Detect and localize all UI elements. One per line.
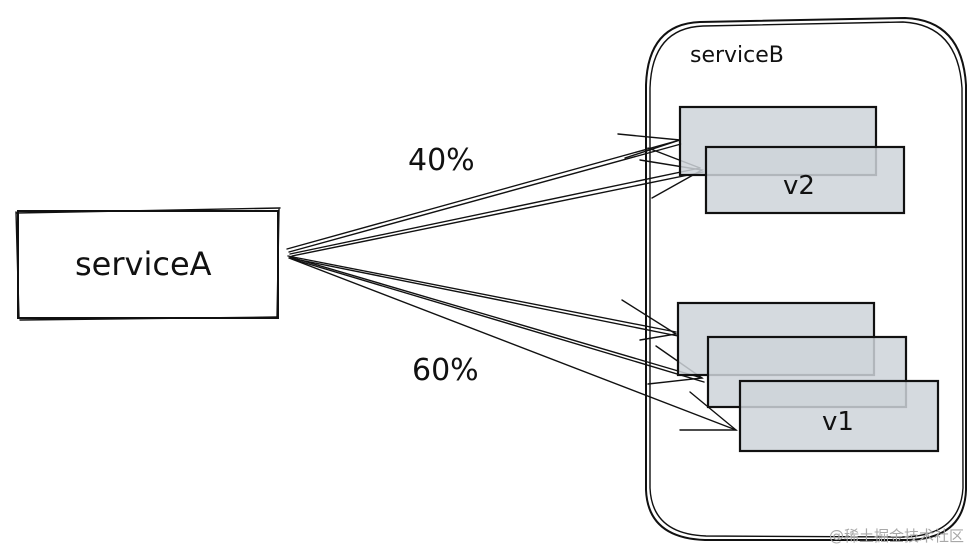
service-b-container [645,17,967,541]
arrows-to-v1 [287,255,738,431]
v1-traffic-label: 60% [412,353,479,388]
v1-label: v1 [822,407,854,437]
watermark: @稀土掘金技术社区 [828,527,964,545]
v2-instance-2[interactable] [704,145,906,215]
v2-instance-group[interactable] [678,105,906,215]
arrows-to-v2 [286,133,705,257]
service-b-label: serviceB [690,43,784,68]
v2-label: v2 [783,171,815,201]
v1-instance-group[interactable] [676,301,940,453]
v2-traffic-label: 40% [408,143,475,178]
v1-instance-3[interactable] [738,379,940,453]
service-a-label: serviceA [75,245,212,283]
service-a-box[interactable] [15,207,281,321]
